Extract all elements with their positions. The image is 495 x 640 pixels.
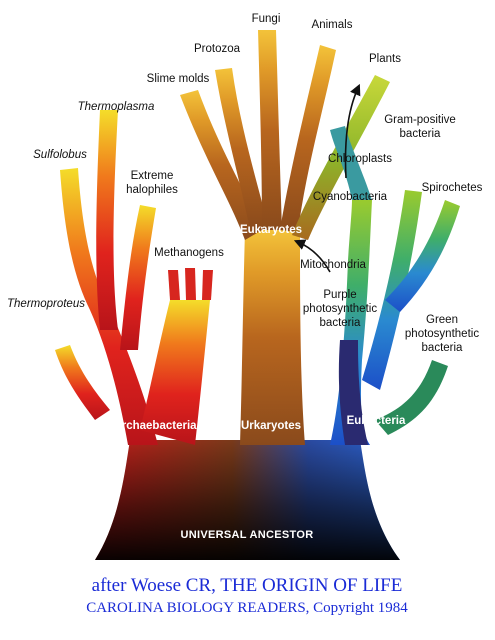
extreme-halophiles-label-line1: Extreme xyxy=(131,170,174,182)
thermoplasma-label: Thermoplasma xyxy=(78,101,155,113)
eubacteria-label: Eubacteria xyxy=(347,415,406,427)
archaebacteria-label: Archaebacteria xyxy=(113,420,197,432)
caption-line1: after Woese CR, THE ORIGIN OF LIFE xyxy=(92,575,403,596)
extreme-halophiles-label-line2: halophiles xyxy=(126,184,178,196)
animals-label: Animals xyxy=(312,19,353,31)
chloroplasts-arrow xyxy=(344,83,361,179)
protozoa-label: Protozoa xyxy=(194,43,241,55)
mitochondria-label: Mitochondria xyxy=(300,259,366,271)
urkaryotes-label: Urkaryotes xyxy=(241,420,301,432)
plants-label: Plants xyxy=(369,53,401,65)
archaebacteria-branch xyxy=(55,110,213,445)
cyanobacteria-label: Cyanobacteria xyxy=(313,191,388,203)
purple-label-line2: photosynthetic xyxy=(303,303,377,315)
trunk-base-shadow xyxy=(95,440,400,560)
purple-label-line3: bacteria xyxy=(320,317,362,329)
green-label-line3: bacteria xyxy=(422,342,464,354)
gram-positive-label-line2: bacteria xyxy=(400,128,442,140)
universal-ancestor-label: UNIVERSAL ANCESTOR xyxy=(181,529,314,541)
sulfolobus-label: Sulfolobus xyxy=(33,149,87,161)
green-label-line2: photosynthetic xyxy=(405,328,479,340)
purple-label-line1: Purple xyxy=(323,289,356,301)
chloroplasts-label: Chloroplasts xyxy=(328,153,392,165)
caption-line2: CAROLINA BIOLOGY READERS, Copyright 1984 xyxy=(86,600,408,616)
methanogens-label: Methanogens xyxy=(154,247,224,259)
gram-positive-label-line1: Gram-positive xyxy=(384,114,456,126)
mitochondria-arrow xyxy=(293,239,331,273)
fungi-label: Fungi xyxy=(252,13,281,25)
eukaryotes-branch xyxy=(180,30,390,445)
spirochetes-label: Spirochetes xyxy=(422,182,483,194)
slime-molds-label: Slime molds xyxy=(147,73,210,85)
eubacteria-branch xyxy=(330,126,460,445)
green-label-line1: Green xyxy=(426,314,458,326)
eukaryotes-label: Eukaryotes xyxy=(240,224,302,236)
thermoproteus-label: Thermoproteus xyxy=(7,298,85,310)
